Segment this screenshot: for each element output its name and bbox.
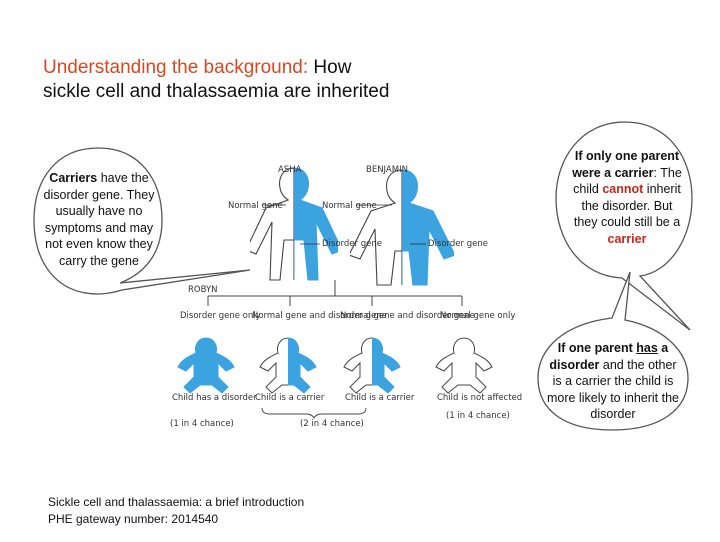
bubble-disorder-shape [537,271,689,431]
chance-label-2: (2 in 4 chance) [300,419,364,429]
chance-label-3: (1 in 4 chance) [446,411,510,421]
footer: Sickle cell and thalassaemia: a brief in… [48,494,304,528]
parent-asha-figure [250,167,338,281]
bubble-carriers-shape [33,147,251,295]
child3-bottom-label: Child is a carrier [345,393,415,403]
child2-bottom-label: Child is a carrier [255,393,325,403]
title-line2: sickle cell and thalassaemia are inherit… [43,81,390,102]
bubble-one-carrier-text: If only one parent were a carrier: The c… [568,148,686,247]
carriers-bold: Carriers [49,171,98,185]
parent-left-name: ASHA [278,165,302,175]
child1-bottom-label: Child has a disorder [172,393,257,403]
bubble-carriers-text: Carriers have the disorder gene. They us… [40,170,158,269]
one-carrier-p1b: carrier [614,165,654,180]
benjamin-disorder-label: Disorder gene [428,239,488,249]
asha-normal-label: Normal gene [228,201,283,211]
disorder-p3: and the other is a carrier the child is … [546,357,679,422]
chance-label-1: (1 in 4 chance) [170,419,234,429]
child1-figure [177,337,235,394]
one-carrier-p3: inherit the disorder. But they could sti… [573,182,681,229]
disorder-has: has [636,341,658,355]
one-carrier-carrier: carrier [607,231,647,246]
title-accent: Understanding the background: [43,57,309,78]
title-rest: How [308,57,352,78]
child4-figure [435,337,493,394]
one-carrier-p1: If only one parent were a [572,149,680,180]
child3-top-label: Normal gene and disorder gene [340,311,475,321]
parent-right-name: BENJAMIN [366,165,408,175]
child2-figure [259,337,317,394]
child4-top-label: Normal gene only [440,311,515,321]
footer-line2: PHE gateway number: 2014540 [48,512,219,526]
benjamin-normal-label: Normal gene [322,201,377,211]
child2-top-label: Normal gene and disorder gene [252,311,387,321]
child-name: ROBYN [188,285,218,295]
bubble-disorder-text: If one parent has a disorder and the oth… [544,340,682,423]
asha-disorder-label: Disorder gene [322,239,382,249]
page-title: Understanding the background: How sickle… [43,56,563,104]
parent-benjamin-figure [350,169,454,286]
child4-bottom-label: Child is not affected [437,393,522,403]
footer-line1: Sickle cell and thalassaemia: a brief in… [48,495,305,509]
disorder-word: disorder [549,357,600,372]
carriers-rest: have the disorder gene. They usually hav… [43,171,155,268]
child1-top-label: Disorder gene only [180,311,261,321]
disorder-p1: If one parent [557,341,637,355]
child3-figure [343,337,401,394]
one-carrier-p2: : The child [573,165,682,197]
disorder-p2: a [657,341,669,355]
bubble-one-carrier-shape [555,121,693,331]
one-carrier-cannot: cannot [602,182,644,196]
